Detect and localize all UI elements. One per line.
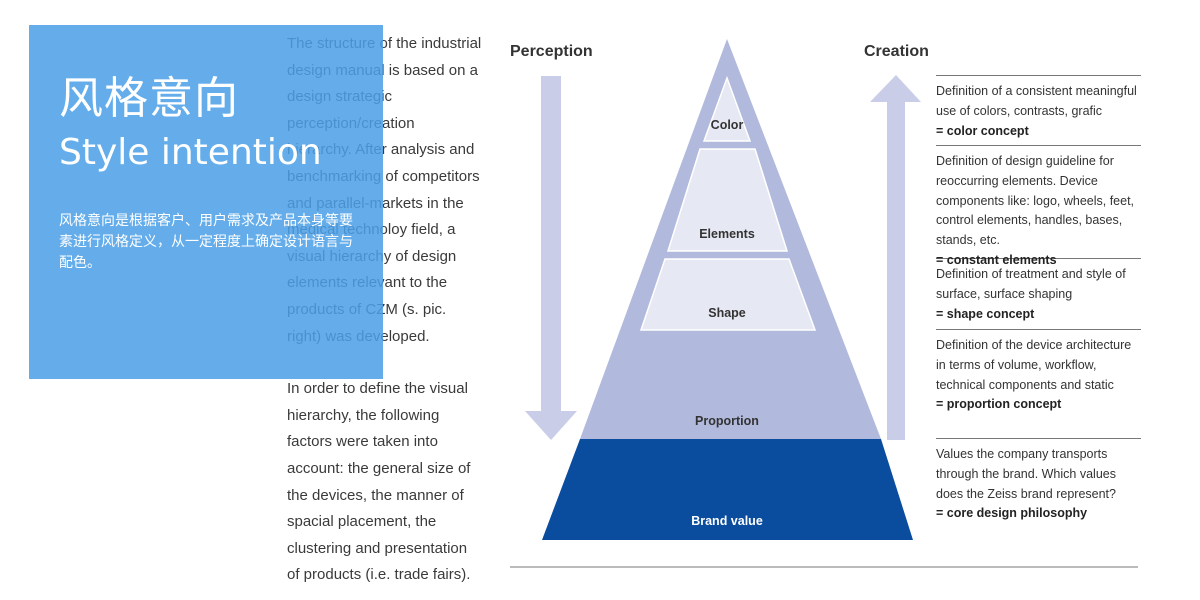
definition-concept: = shape concept xyxy=(936,306,1035,321)
definition-color: Definition of a consistent meaningful us… xyxy=(936,75,1141,145)
definition-text: Definition of a consistent meaningful us… xyxy=(936,84,1137,118)
creation-label: Creation xyxy=(864,43,929,60)
creation-arrow xyxy=(870,75,921,440)
definition-concept: = color concept xyxy=(936,123,1029,138)
level-label-brand-value: Brand value xyxy=(691,514,763,528)
definition-concept: = proportion concept xyxy=(936,397,1062,412)
pyramid-brand-value xyxy=(542,439,913,540)
title-chinese: 风格意向 xyxy=(59,73,239,124)
definition-concept: = core design philosophy xyxy=(936,506,1088,521)
level-label-color: Color xyxy=(711,118,744,132)
definition-text: Definition of design guideline for reocc… xyxy=(936,154,1135,248)
definition-brand-value: Values the company transports through th… xyxy=(936,438,1141,538)
level-label-elements: Elements xyxy=(699,227,755,241)
style-intention-panel: 风格意向 Style intention 风格意向是根据客户、用户需求及产品本身… xyxy=(29,25,383,379)
definition-text: Values the company transports through th… xyxy=(936,447,1116,501)
perception-label: Perception xyxy=(510,43,593,60)
body-paragraph-2: In order to define the visual hierarchy,… xyxy=(287,380,471,584)
perception-arrow xyxy=(525,76,577,440)
definitions-list: Definition of a consistent meaningful us… xyxy=(936,75,1141,538)
definition-text: Definition of the device architecture in… xyxy=(936,338,1132,392)
panel-description: 风格意向是根据客户、用户需求及产品本身等要素进行风格定义，从一定程度上确定设计语… xyxy=(59,213,353,271)
hierarchy-diagram: Perception Creation Color Elements Shape… xyxy=(510,39,1138,568)
level-label-shape: Shape xyxy=(708,306,746,320)
definition-text: Definition of treatment and style of sur… xyxy=(936,267,1126,301)
pyramid-tier-elements xyxy=(666,148,789,252)
definition-proportion: Definition of the device architecture in… xyxy=(936,329,1141,438)
pyramid-tier-shape xyxy=(639,258,817,331)
pyramid-tier-color xyxy=(702,75,752,142)
level-label-proportion: Proportion xyxy=(695,414,759,428)
definition-shape: Definition of treatment and style of sur… xyxy=(936,258,1141,329)
title-english: Style intention xyxy=(59,132,322,173)
definition-concept: = constant elements xyxy=(936,252,1057,267)
definition-elements: Definition of design guideline for reocc… xyxy=(936,145,1141,267)
